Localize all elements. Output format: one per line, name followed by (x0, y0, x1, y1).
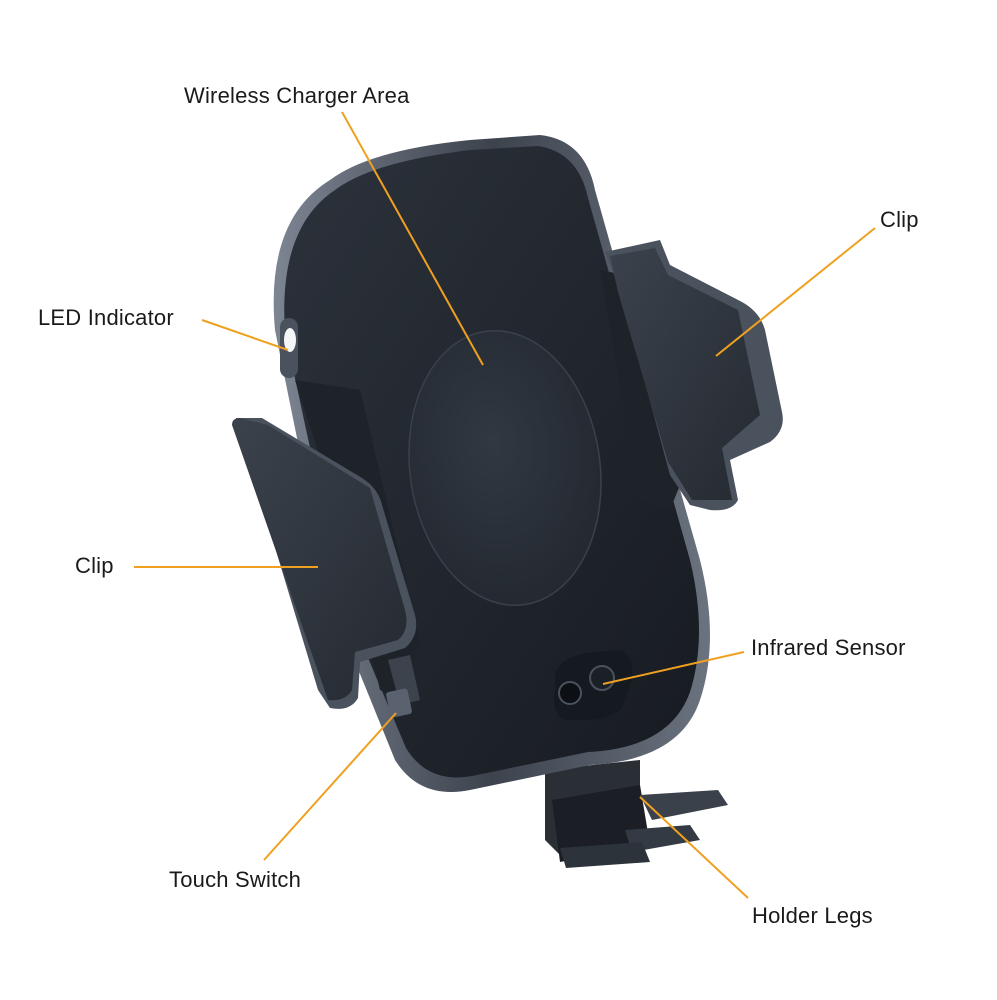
label-infrared-sensor: Infrared Sensor (751, 635, 906, 660)
holder-legs (545, 760, 728, 868)
led-indicator (280, 318, 298, 378)
infrared-sensor (553, 650, 633, 720)
left-clip (232, 380, 420, 709)
device-illustration (232, 135, 783, 868)
leader-lines (134, 111, 876, 899)
label-wireless-charger-area: Wireless Charger Area (184, 83, 410, 108)
label-touch-switch: Touch Switch (169, 867, 302, 892)
leader-led-indicator (201, 319, 289, 351)
leader-touch-switch (263, 712, 397, 861)
touch-switch (386, 655, 420, 718)
leader-infrared-sensor (602, 651, 745, 685)
leader-wireless-charger (341, 111, 484, 366)
leader-clip-right (715, 227, 876, 357)
label-clip-left: Clip (75, 553, 114, 578)
charger-pad (408, 329, 602, 607)
label-holder-legs: Holder Legs (752, 903, 873, 928)
right-clip (600, 240, 783, 511)
leader-holder-legs (639, 796, 749, 899)
label-led-indicator: LED Indicator (38, 305, 174, 330)
label-clip-right: Clip (880, 207, 919, 232)
